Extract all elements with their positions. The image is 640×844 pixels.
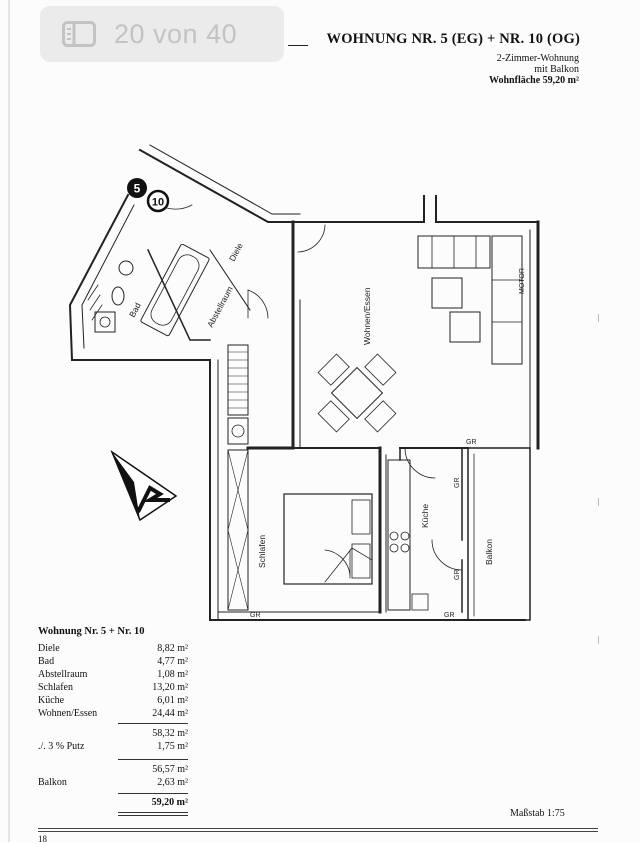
footer-rule [38, 828, 598, 829]
margin-mark [598, 498, 603, 506]
page-edge [8, 0, 10, 842]
room-label-kueche: Küche [420, 504, 430, 528]
area-row-label: Küche [38, 695, 65, 706]
area-row-value: 4,77 m² [157, 656, 188, 667]
area-table-title: Wohnung Nr. 5 + Nr. 10 [38, 626, 145, 637]
putz-label: ./. 3 % Putz [38, 741, 85, 752]
area-subtotal-value: 58,32 m² [152, 728, 188, 739]
area-row-value: 8,82 m² [157, 643, 188, 654]
room-label-schlafen: Schlafen [257, 535, 267, 568]
margin-mark [598, 636, 603, 644]
area-balkon-row: Balkon 2,63 m² [38, 777, 188, 790]
area-row-value: 6,01 m² [157, 695, 188, 706]
area-row-label: Schlafen [38, 682, 73, 693]
balkon-label: Balkon [38, 777, 67, 788]
living-area-line: Wohnfläche 59,20 m² [489, 75, 579, 86]
area-row-value: 13,20 m² [152, 682, 188, 693]
gr-marker: GR [250, 612, 261, 619]
area-subtotal-row: 58,32 m² [38, 728, 188, 741]
svg-text:10: 10 [152, 197, 164, 209]
page-indicator-text: 20 von 40 [114, 18, 238, 49]
room-label-diele: Diele [227, 241, 245, 263]
table-divider [118, 815, 188, 816]
room-label-abstellraum: Abstellraum [205, 285, 235, 329]
area-row: Bad 4,77 m² [38, 656, 188, 669]
area-putz-row: ./. 3 % Putz 1,75 m² [38, 741, 188, 754]
area-total-row: 59,20 m² [38, 797, 188, 810]
scale-label: Maßstab 1:75 [510, 808, 565, 819]
apartment-type: 2-Zimmer-Wohnung [496, 53, 579, 64]
area-row-label: Wohnen/Essen [38, 708, 98, 719]
table-divider [118, 759, 188, 760]
header-rule [288, 45, 308, 46]
area-total-value: 59,20 m² [151, 797, 188, 808]
footer-rule [38, 831, 598, 832]
room-label-wohnen: Wohnen/Essen [362, 287, 372, 345]
area-row: Abstellraum 1,08 m² [38, 669, 188, 682]
area-net-row: 56,57 m² [38, 764, 188, 777]
gr-marker: GR [454, 478, 461, 489]
table-divider [118, 812, 188, 813]
putz-value: 1,75 m² [157, 741, 188, 752]
area-row-label: Bad [38, 656, 55, 667]
room-label-balkon: Balkon [484, 539, 494, 565]
sidebar-pages-icon[interactable] [62, 21, 96, 47]
area-row-value: 1,08 m² [157, 669, 188, 680]
area-row: Schlafen 13,20 m² [38, 682, 188, 695]
table-divider [118, 793, 188, 794]
area-row-label: Abstellraum [38, 669, 88, 680]
gr-marker: GR [444, 612, 455, 619]
page-number: 18 [38, 834, 47, 844]
north-arrow-icon [110, 449, 178, 522]
area-row-label: Diele [38, 643, 60, 654]
balkon-value: 2,63 m² [157, 777, 188, 788]
area-row: Küche 6,01 m² [38, 695, 188, 708]
apartment-feature: mit Balkon [534, 64, 579, 75]
gr-marker: GR [454, 570, 461, 581]
gr-marker: GR [466, 439, 477, 446]
area-net-value: 56,57 m² [152, 764, 188, 775]
area-row: Wohnen/Essen 24,44 m² [38, 708, 188, 721]
margin-mark [598, 314, 603, 322]
svg-text:5: 5 [134, 182, 141, 196]
table-divider [118, 723, 188, 724]
motor-label: MOTOR [519, 268, 526, 294]
area-row: Diele 8,82 m² [38, 643, 188, 656]
area-row-value: 24,44 m² [152, 708, 188, 719]
room-label-bad: Bad [127, 301, 143, 319]
unit-badge-eg [127, 178, 147, 198]
unit-badge-og [146, 189, 170, 213]
page-indicator[interactable]: 20 von 40 [40, 6, 284, 62]
document-title: WOHNUNG NR. 5 (EG) + NR. 10 (OG) [326, 31, 580, 47]
